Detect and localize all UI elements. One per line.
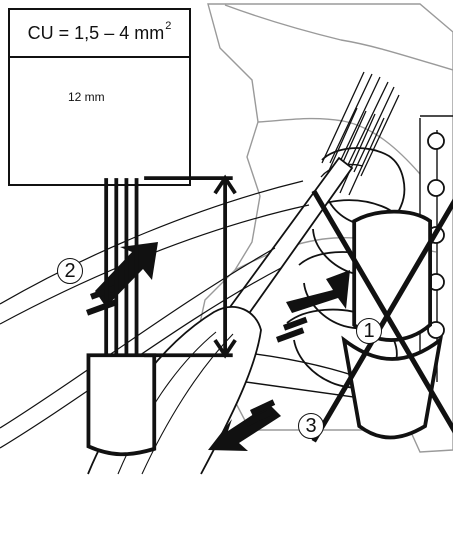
cross-icon <box>311 189 453 443</box>
screw-heads <box>427 132 445 339</box>
stripped-wire-strands <box>104 178 139 356</box>
clamp-top <box>321 147 406 227</box>
strip-length-drawing <box>86 174 453 457</box>
square-exponent: 2 <box>165 20 172 32</box>
step-1-label: 1 <box>356 318 382 344</box>
strip-dimension-line <box>144 174 237 359</box>
arrow-step-1-trail-bottom <box>276 327 305 343</box>
terminal-top-ridge <box>224 4 453 71</box>
arrow-step-1-trail-top <box>283 316 308 331</box>
arrow-step-3-trail-top <box>250 399 276 416</box>
stripped-wire-insulation <box>86 353 157 457</box>
strip-length-label: 12 mm <box>68 90 105 104</box>
arrow-step-2-trail-top <box>89 284 118 300</box>
terminal-left-contour <box>257 117 421 175</box>
arrow-step-1 <box>286 270 350 313</box>
step-3-label: 3 <box>298 413 324 439</box>
arrow-step-2-trail-bottom <box>85 299 119 316</box>
conductor-size-label: CU = 1,5 – 4 mm <box>27 22 165 43</box>
arrow-step-3-trail-bottom <box>245 409 273 427</box>
step-2-label: 2 <box>57 258 83 284</box>
